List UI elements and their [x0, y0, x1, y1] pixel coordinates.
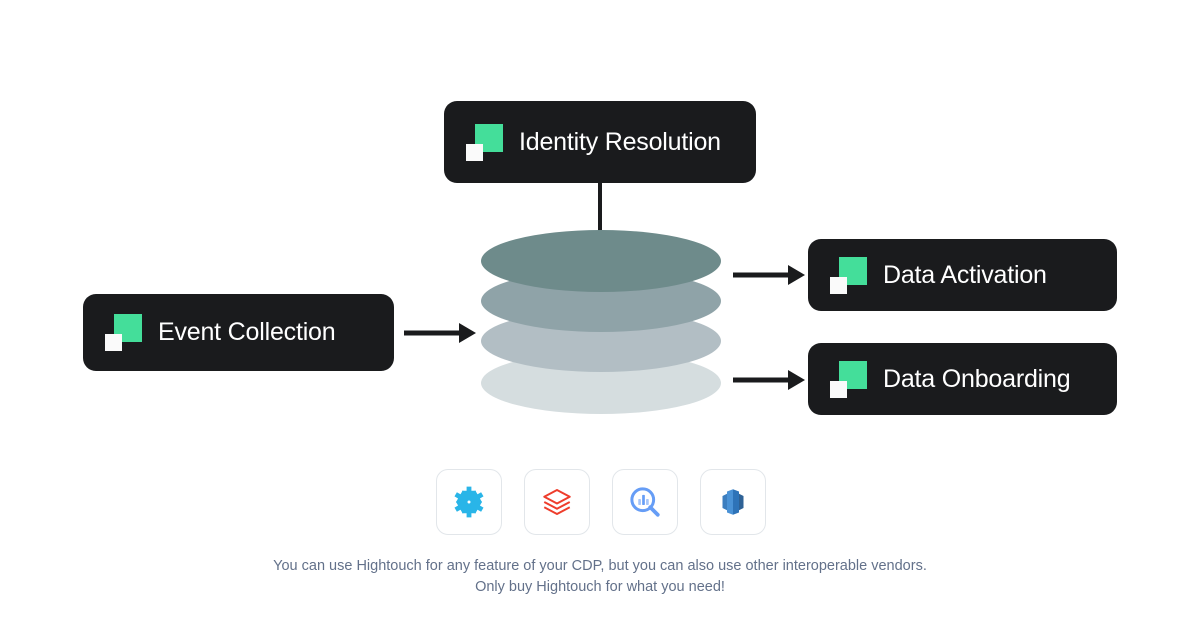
vendor-tile-bigquery[interactable]	[612, 469, 678, 535]
card-identity-resolution[interactable]: Identity Resolution	[444, 101, 756, 183]
vendor-tile-databricks[interactable]	[524, 469, 590, 535]
databricks-icon	[543, 489, 571, 515]
card-data-onboarding[interactable]: Data Onboarding	[808, 343, 1117, 415]
snowflake-icon	[454, 486, 484, 518]
card-identity-resolution-label: Identity Resolution	[519, 127, 721, 156]
caption-line-1: You can use Hightouch for any feature of…	[273, 558, 927, 574]
arrow-warehouse-to-activation	[733, 265, 805, 285]
warehouse-layer-1	[481, 230, 721, 292]
connector-identity-to-warehouse	[598, 183, 602, 245]
data-warehouse-stack	[481, 230, 721, 426]
hightouch-logo-icon	[105, 314, 142, 351]
hightouch-logo-icon	[830, 256, 867, 294]
card-data-onboarding-label: Data Onboarding	[883, 364, 1071, 393]
vendor-logo-row	[436, 469, 766, 535]
card-data-activation[interactable]: Data Activation	[808, 239, 1117, 311]
caption-line-2: Only buy Hightouch for what you need!	[475, 579, 725, 595]
hightouch-logo-icon	[830, 360, 867, 398]
arrow-event-to-warehouse	[404, 323, 476, 343]
card-event-collection-label: Event Collection	[158, 318, 336, 346]
card-data-activation-label: Data Activation	[883, 260, 1047, 289]
bigquery-icon	[630, 487, 660, 517]
redshift-icon	[722, 489, 744, 515]
caption: You can use Hightouch for any feature of…	[0, 556, 1200, 598]
arrow-warehouse-to-onboarding	[733, 370, 805, 390]
vendor-tile-snowflake[interactable]	[436, 469, 502, 535]
card-event-collection[interactable]: Event Collection	[83, 294, 394, 371]
hightouch-logo-icon	[466, 123, 503, 161]
vendor-tile-redshift[interactable]	[700, 469, 766, 535]
